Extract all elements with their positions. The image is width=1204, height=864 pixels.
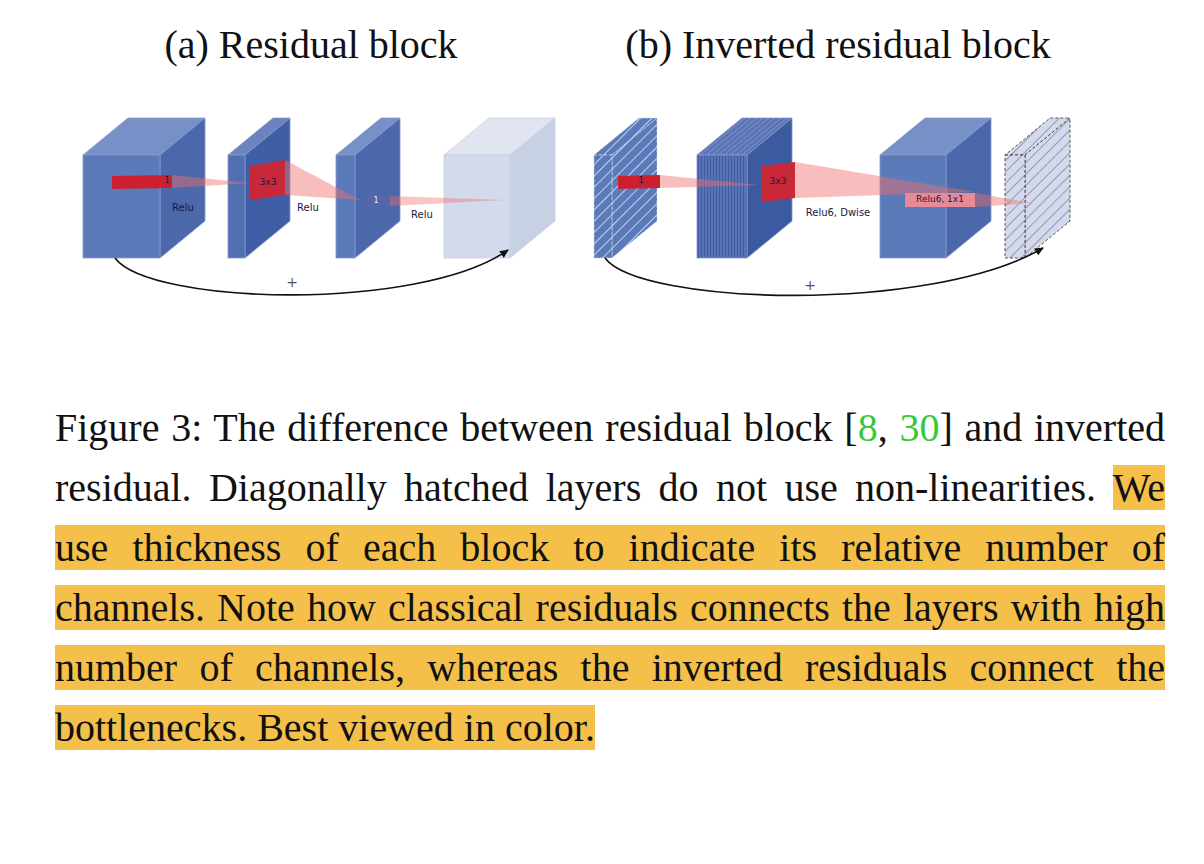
activation-label: Relu	[297, 202, 319, 213]
kernel-projections-b	[618, 162, 1032, 207]
kernel-size: 1	[638, 176, 644, 186]
figure-caption: Figure 3: The difference between residua…	[55, 398, 1165, 758]
sum-symbol: +	[286, 275, 298, 290]
skip-connection	[115, 250, 508, 295]
kernel-projections-a	[112, 160, 505, 206]
residual-block-a	[83, 118, 555, 258]
kernel-size: 1	[373, 197, 378, 206]
panel-title: (a) Residual block	[164, 23, 457, 67]
panel-title: (b) Inverted residual block	[625, 23, 1050, 67]
kernel-size: 3x3	[770, 177, 787, 187]
inverted-residual-block-b	[594, 118, 1070, 258]
kernel-size: 1	[164, 176, 170, 186]
activation-label: Relu6, Dwise	[806, 207, 871, 218]
kernel-size: 3x3	[260, 178, 277, 188]
skip-connection	[605, 248, 1043, 295]
activation-label: Relu	[411, 209, 433, 220]
sum-symbol: +	[804, 278, 816, 293]
activation-label: Relu	[172, 202, 194, 213]
activation-label: Relu6, 1x1	[916, 195, 964, 205]
